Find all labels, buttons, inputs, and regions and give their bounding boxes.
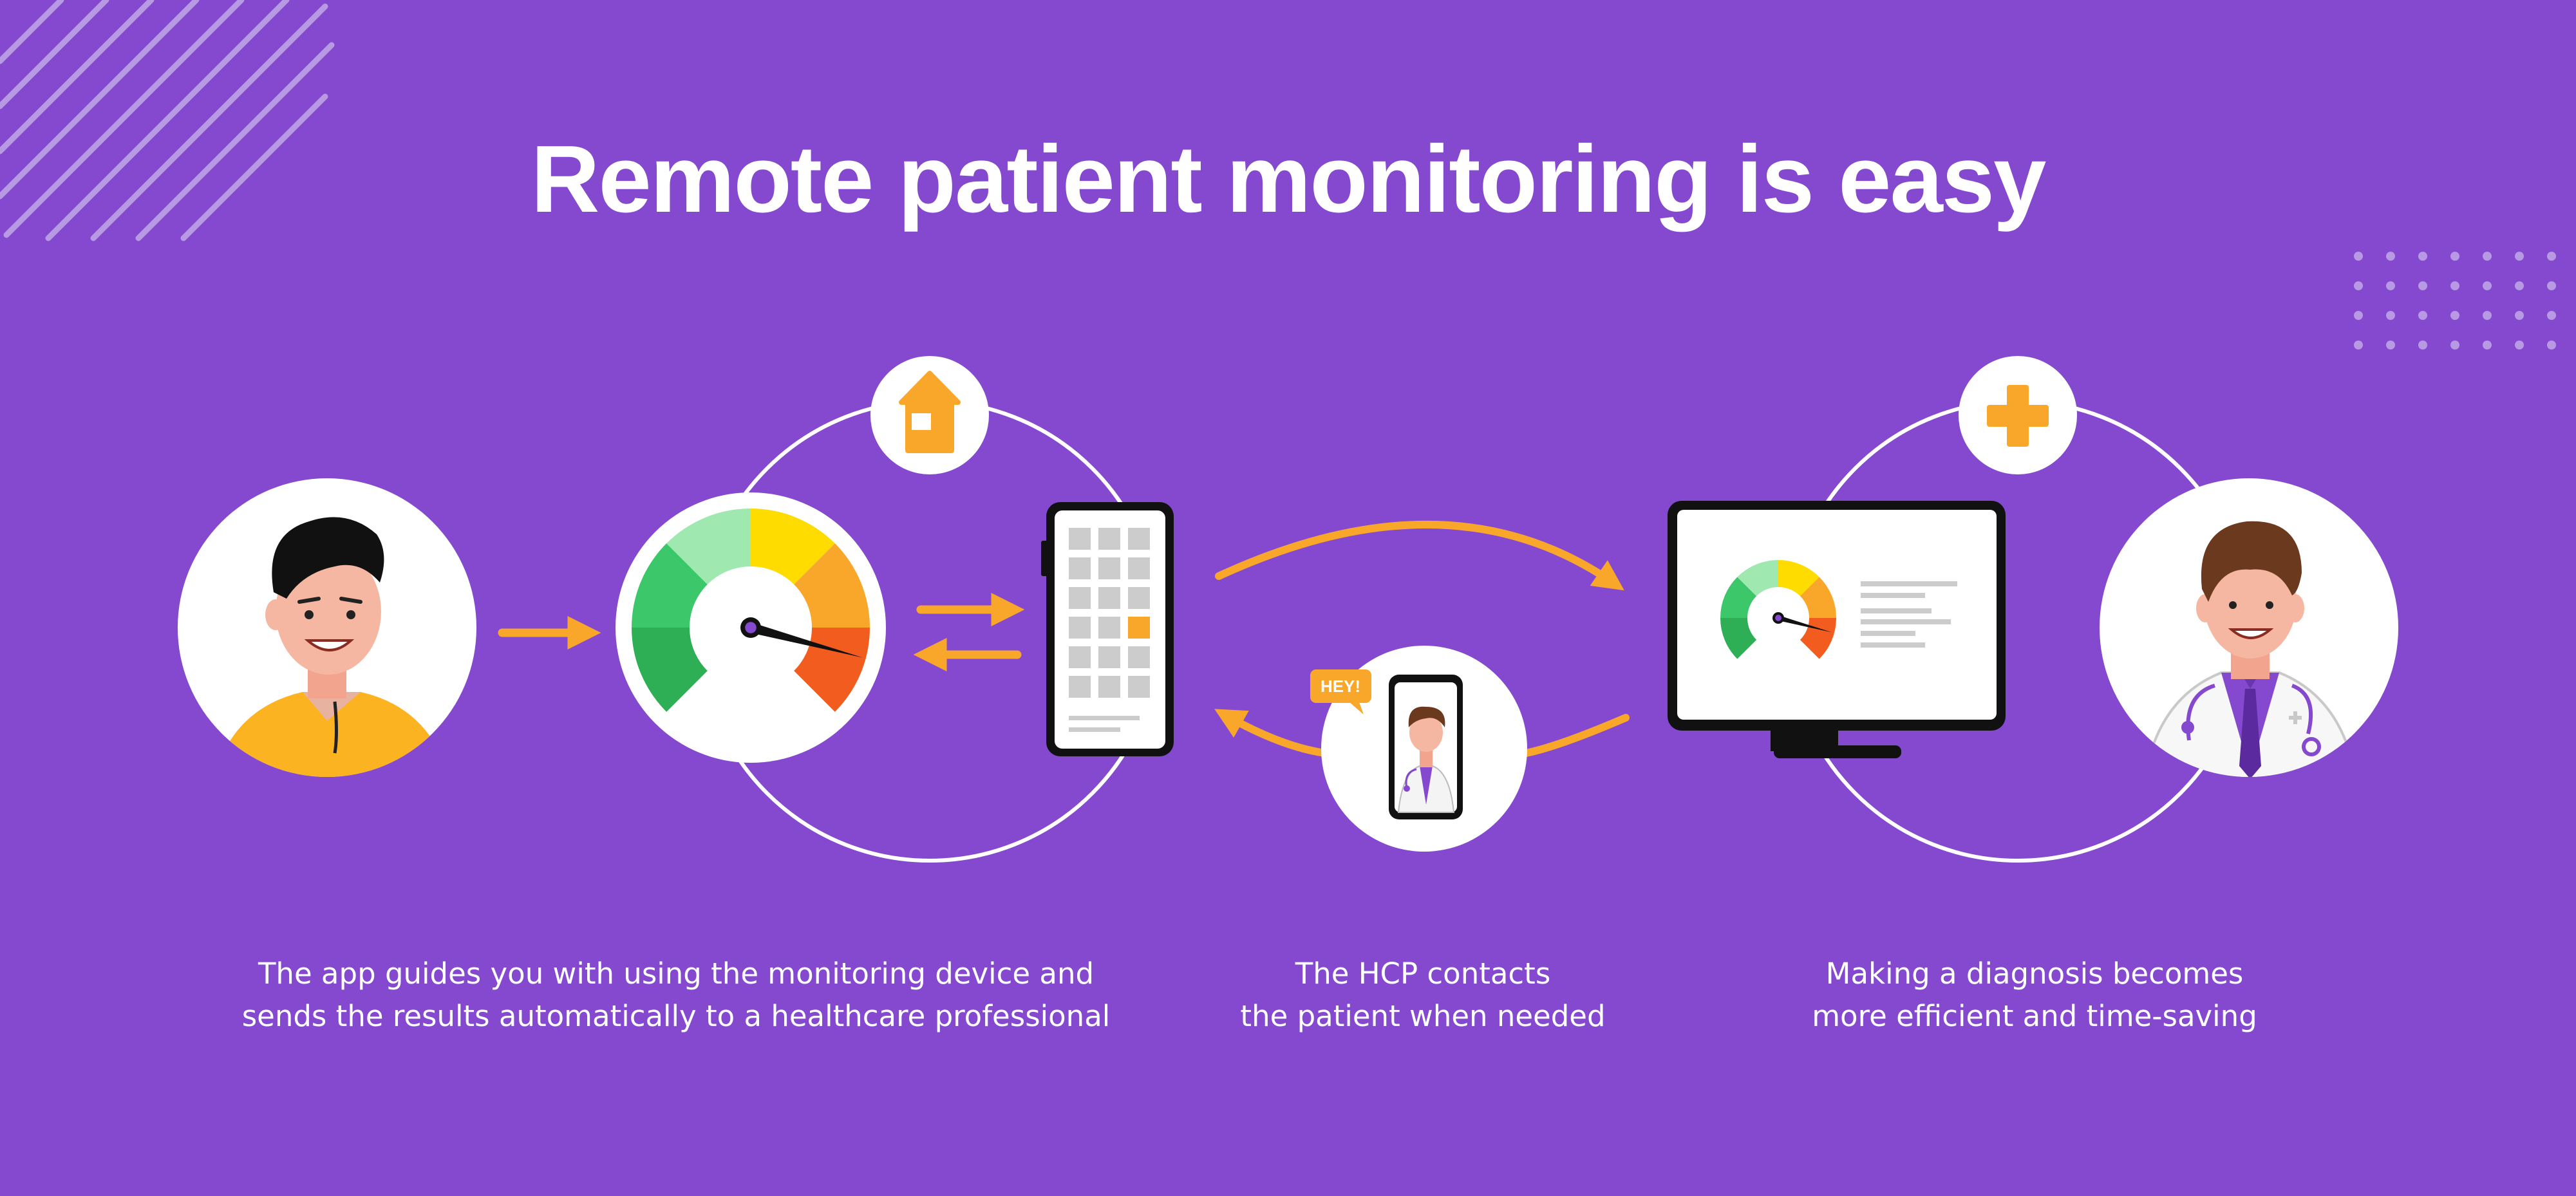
caption-line: sends the results automatically to a hea… [241,999,1111,1033]
step-caption-hcp-contact: The HCP contacts the patient when needed [1198,953,1648,1038]
caption-line: the patient when needed [1240,999,1606,1033]
medical-plus-icon [1959,356,2077,474]
gauge-segment [632,628,708,712]
caption-line: more efficient and time-saving [1812,999,2257,1033]
step-caption-diagnosis: Making a diagnosis becomes more efficien… [1713,953,2356,1038]
decorative-stripes [0,0,335,241]
page-title: Remote patient monitoring is easy [531,126,2047,232]
caption-line: The app guides you with using the monito… [258,957,1095,991]
gauge-segment [1778,560,1819,597]
curved-arrow-icon [1215,521,1624,591]
caption-line: Making a diagnosis becomes [1825,957,2244,991]
caption-line: The HCP contacts [1295,957,1551,991]
speech-bubble: HEY! [1310,669,1371,715]
patient-avatar-icon [178,478,476,777]
doctor-video-call-phone-icon [1321,646,1527,852]
gauge-segment [1720,618,1757,659]
gauge-needle [1777,615,1832,633]
gauge-segment [666,509,751,584]
curved-arrow-icon [1214,709,1329,757]
step-caption-device: The app guides you with using the monito… [219,953,1133,1038]
decorative-dot-grid [2354,252,2556,350]
speech-bubble-text: HEY! [1321,677,1360,696]
gauge-segment [1800,618,1836,659]
gauge-segment [794,628,870,712]
desktop-monitor-dashboard-icon [1668,501,2006,758]
gauge-segment [794,543,870,628]
gauge-segment [632,543,708,628]
monitoring-device-gauge-icon [616,492,886,763]
gauge-segment [751,509,835,584]
gauge-segment [1720,577,1757,618]
gauge-segment [1800,577,1836,618]
smartphone-app-icon [1041,502,1174,756]
gauge-segment [1737,560,1778,597]
doctor-avatar-icon [2100,478,2398,777]
home-icon [870,356,989,474]
curved-arrow-segment [1522,714,1630,757]
gauge-needle [749,622,863,658]
